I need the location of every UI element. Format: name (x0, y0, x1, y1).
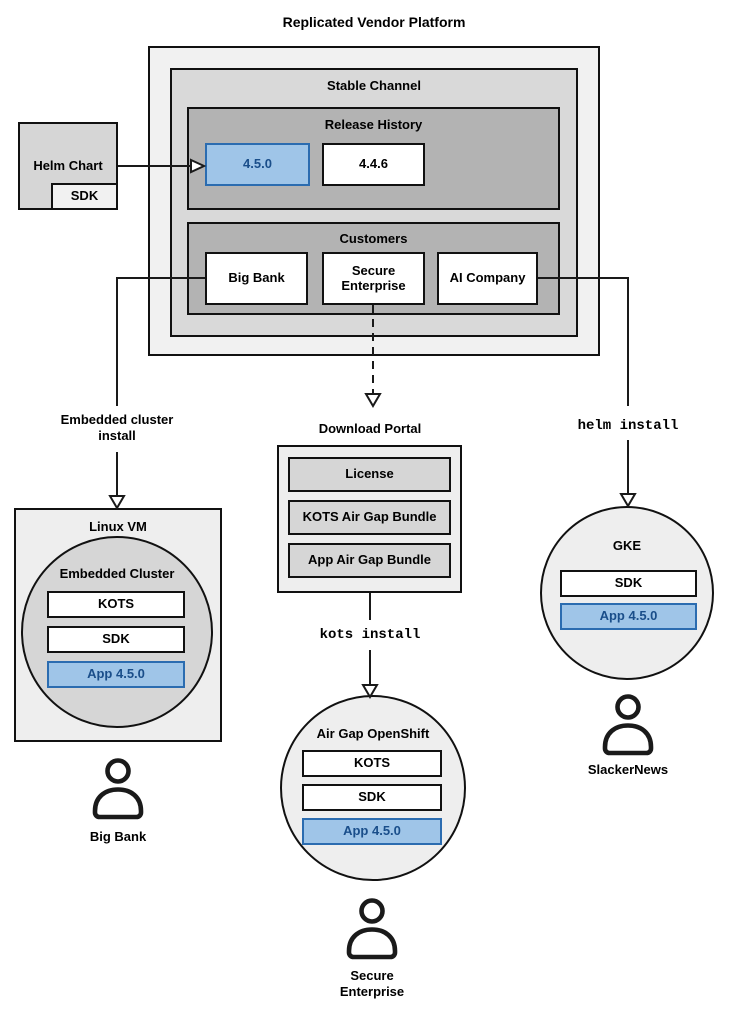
secure-enterprise-user-icon (346, 898, 398, 960)
big-bank-user-icon (92, 758, 144, 820)
airgap-kots-box: KOTS (302, 750, 442, 777)
secure-enterprise-user-label: Secure Enterprise (339, 968, 405, 1000)
embedded-install-label: Embedded cluster install (60, 412, 174, 444)
embedded-install-arrowhead-icon (108, 495, 126, 510)
customers-label: Customers (339, 231, 408, 246)
stable-channel-label: Stable Channel (327, 78, 421, 93)
big-bank-user-label: Big Bank (89, 829, 147, 844)
helm-chart-label: Helm Chart (33, 158, 103, 173)
diagram-title: Replicated Vendor Platform (282, 14, 466, 30)
airgap-sdk-box: SDK (302, 784, 442, 811)
linux-vm-label: Linux VM (89, 519, 147, 534)
gke-app-box: App 4.5.0 (560, 603, 697, 630)
portal-license-box: License (288, 457, 451, 492)
embedded-cluster-sdk-box: SDK (47, 626, 185, 653)
embedded-cluster-label: Embedded Cluster (59, 566, 175, 581)
gke-label: GKE (612, 538, 642, 553)
embedded-cluster-kots-box: KOTS (47, 591, 185, 618)
helm-chart-sdk-box: SDK (51, 183, 118, 210)
helm-install-arrowhead-icon (619, 493, 637, 508)
embedded-cluster-app-box: App 4.5.0 (47, 661, 185, 688)
customer-ai-company: AI Company (437, 252, 538, 305)
airgap-app-box: App 4.5.0 (302, 818, 442, 845)
helm-install-label: helm install (577, 418, 679, 434)
customer-big-bank: Big Bank (205, 252, 308, 305)
gke-sdk-box: SDK (560, 570, 697, 597)
download-portal-label: Download Portal (318, 421, 422, 436)
portal-kots-bundle-box: KOTS Air Gap Bundle (288, 500, 451, 535)
kots-install-label: kots install (319, 627, 421, 643)
airgap-openshift-label: Air Gap OpenShift (316, 726, 430, 741)
slackernews-user-icon (602, 694, 654, 756)
slackernews-user-label: SlackerNews (587, 762, 669, 777)
download-portal-arrowhead-icon (364, 393, 382, 408)
release-history-label: Release History (324, 117, 423, 132)
release-version-current: 4.5.0 (205, 143, 310, 186)
customer-secure-enterprise: Secure Enterprise (322, 252, 425, 305)
release-version-previous: 4.4.6 (322, 143, 425, 186)
portal-app-bundle-box: App Air Gap Bundle (288, 543, 451, 578)
